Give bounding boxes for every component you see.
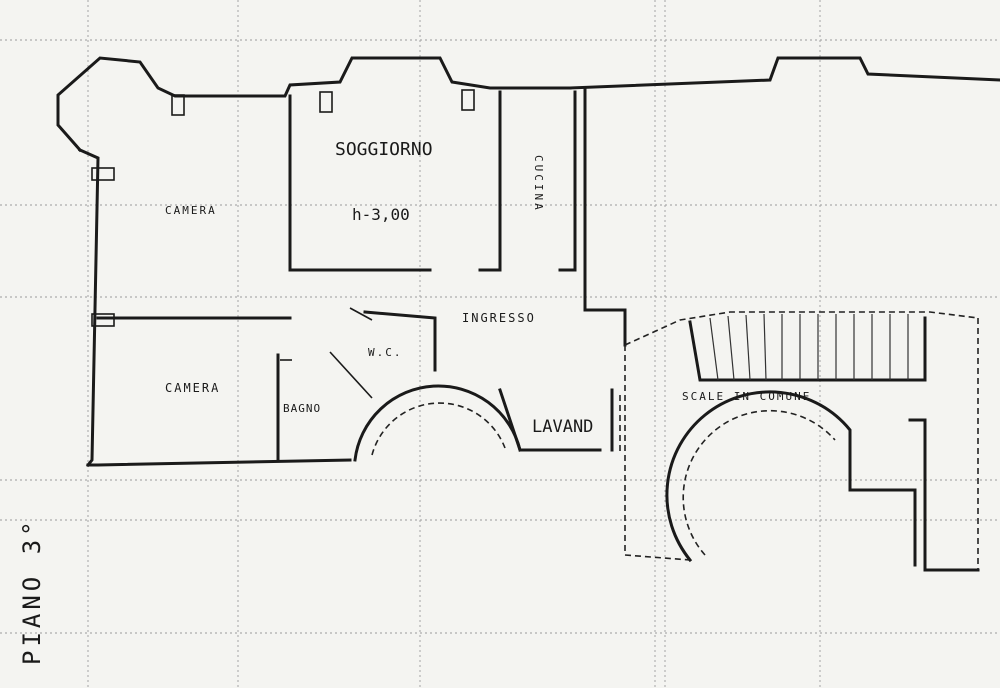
room-height-label: h-3,00 xyxy=(352,205,410,224)
room-label-wc: W.C. xyxy=(368,346,403,359)
floor-level-label: PIANO 3° xyxy=(18,517,46,665)
exterior-walls xyxy=(56,56,1000,468)
room-label-camera-bottom: CAMERA xyxy=(165,381,220,395)
room-label-ingresso: INGRESSO xyxy=(462,311,536,325)
room-label-cucina: CUCINA xyxy=(532,155,545,213)
room-label-soggiorno: SOGGIORNO xyxy=(335,139,433,160)
room-label-scale: SCALE IN COMUNE xyxy=(682,390,811,403)
windows xyxy=(91,89,475,327)
doors xyxy=(280,307,373,399)
stair-treads xyxy=(709,313,909,381)
stairwell xyxy=(619,311,980,572)
curved-wall xyxy=(353,384,522,462)
room-label-bagno: BAGNO xyxy=(283,402,321,415)
room-label-camera-top: CAMERA xyxy=(165,204,217,217)
room-label-lavand: LAVAND xyxy=(532,417,593,437)
